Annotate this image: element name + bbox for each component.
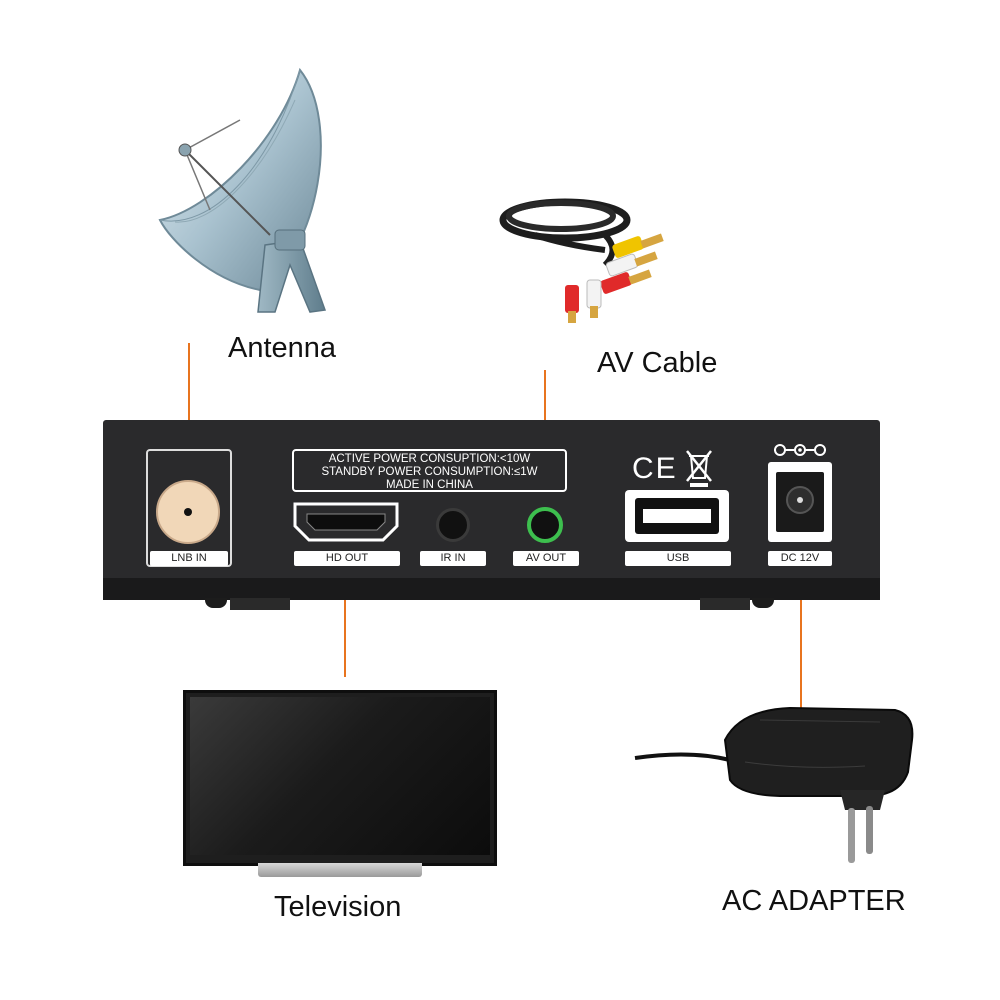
lnb-in-label: LNB IN — [150, 551, 228, 566]
info-line: STANDBY POWER CONSUMPTION:≤1W — [321, 466, 538, 478]
ir-in-port — [436, 508, 470, 542]
av-out-port — [527, 507, 563, 543]
antenna-caption: Antenna — [228, 332, 337, 364]
ce-mark-icon: CE — [632, 452, 678, 485]
power-info-box: ACTIVE POWER CONSUPTION:<10W STANDBY POW… — [292, 449, 567, 492]
usb-label: USB — [625, 551, 731, 566]
device-foot — [752, 598, 774, 608]
device-foot — [700, 598, 750, 610]
device-foot — [230, 598, 290, 610]
lnb-in-port — [156, 480, 220, 544]
tv-wire — [344, 525, 346, 677]
ac-adapter-icon — [634, 706, 914, 863]
av-cable-caption: AV Cable — [597, 347, 718, 379]
television-icon — [183, 690, 497, 866]
ir-in-label: IR IN — [420, 551, 486, 566]
dc-label: DC 12V — [768, 551, 832, 566]
dc-polarity-icon — [774, 444, 826, 456]
hdmi-port — [293, 502, 399, 542]
weee-bin-icon — [686, 450, 712, 487]
device-foot — [205, 598, 227, 608]
lnb-in-frame — [146, 449, 232, 567]
usb-port — [625, 490, 729, 542]
dc-port — [768, 462, 832, 542]
satellite-dish-icon — [158, 67, 327, 313]
av-out-label: AV OUT — [513, 551, 579, 566]
adapter-wire — [800, 545, 802, 710]
television-caption: Television — [274, 891, 402, 923]
info-line: MADE IN CHINA — [386, 479, 473, 491]
av-cable-icon — [499, 198, 664, 323]
info-line: ACTIVE POWER CONSUPTION:<10W — [328, 453, 531, 465]
hd-out-label: HD OUT — [294, 551, 400, 566]
receiver-base — [103, 578, 880, 600]
ac-adapter-caption: AC ADAPTER — [722, 885, 906, 917]
antenna-wire — [188, 343, 190, 483]
tv-stand — [258, 863, 422, 877]
